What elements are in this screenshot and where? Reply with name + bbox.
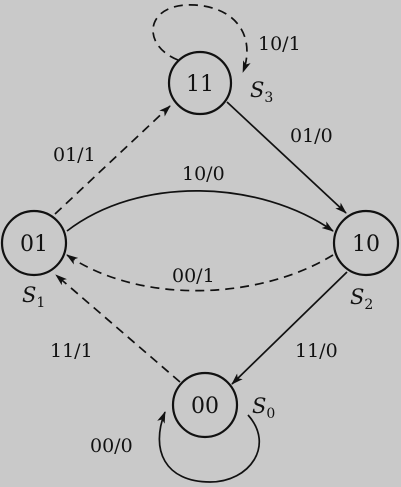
edge-s3-self (152, 4, 251, 73)
edge-s1-s3 (54, 105, 171, 215)
state-s1-name: S1 (22, 283, 45, 311)
state-s2-name: S2 (350, 285, 373, 313)
edge-label-s1-s2: 10/0 (182, 163, 225, 185)
edge-s0-s1 (55, 274, 181, 383)
edge-label-s2-s0: 11/0 (295, 340, 338, 362)
edge-s2-s1 (66, 254, 334, 292)
edge-label-s0-s1: 11/1 (50, 340, 93, 362)
edge-s0-self (157, 411, 260, 483)
state-s3-code: 11 (186, 72, 214, 97)
state-s3-name: S3 (250, 78, 273, 106)
state-s0-code: 00 (191, 394, 219, 419)
edge-label-s0-self: 00/0 (90, 435, 133, 457)
state-s3-circle (167, 50, 233, 116)
edge-label-s3-self: 10/1 (258, 33, 301, 55)
edge-s2-s0 (231, 271, 348, 385)
state-s2-circle (332, 209, 400, 277)
edge-s1-s2 (66, 190, 334, 232)
state-s2-code: 10 (352, 232, 380, 257)
edge-label-s1-s3: 01/1 (53, 144, 96, 166)
state-s1-circle (0, 209, 68, 277)
edge-label-s3-s2: 01/0 (290, 125, 333, 147)
edge-s3-s2 (226, 101, 347, 214)
state-s0-circle (171, 371, 239, 439)
edge-label-s2-s1: 00/1 (172, 265, 215, 287)
state-s1-code: 01 (20, 232, 48, 257)
state-s0-name: S0 (252, 394, 275, 422)
